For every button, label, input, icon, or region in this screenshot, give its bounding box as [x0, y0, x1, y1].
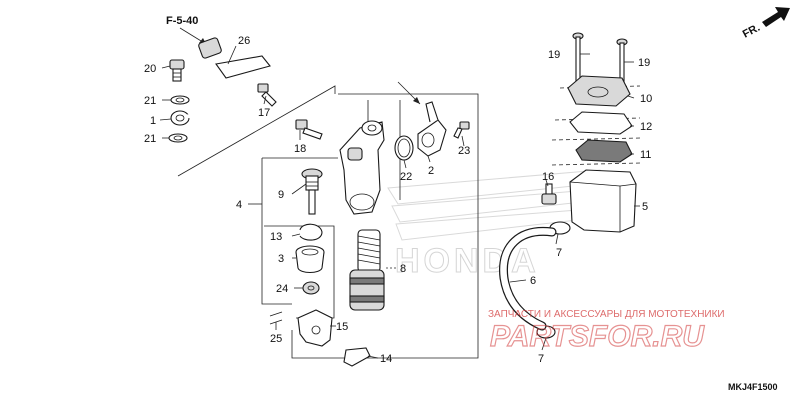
callout-7-upper: 7	[556, 247, 562, 259]
forward-arrow-icon	[762, 7, 790, 27]
leader-lines	[159, 45, 640, 359]
callout-labels: 26 20 21 1 21 17 18 22 2 23 4 9 13 3 8 2…	[144, 35, 652, 365]
callout-24: 24	[276, 283, 288, 295]
cylinder-kit-box	[261, 157, 338, 305]
callout-18: 18	[294, 143, 306, 155]
diagram-code: MKJ4F1500	[728, 382, 778, 392]
screw-23-icon	[453, 121, 470, 139]
callout-19-right: 19	[638, 57, 650, 69]
callout-23: 23	[458, 145, 470, 157]
bolt-20-icon	[169, 59, 185, 82]
callout-16: 16	[542, 171, 554, 183]
callout-3: 3	[278, 253, 284, 265]
callout-20: 20	[144, 63, 156, 75]
callout-9: 9	[278, 189, 284, 201]
callout-6: 6	[530, 275, 536, 287]
callout-17: 17	[258, 107, 270, 119]
bolt-17-icon	[257, 83, 277, 107]
callout-8: 8	[400, 263, 406, 275]
watermark-caption: ЗАПЧАСТИ И АКСЕССУАРЫ ДЛЯ МОТОТЕХНИКИ	[488, 309, 725, 320]
honda-logo-watermark: HONDA	[395, 242, 540, 280]
diaphragm-11-icon	[575, 139, 633, 163]
forward-direction-indicator: FR.	[741, 7, 790, 41]
o-ring-22-inner	[397, 138, 411, 158]
boot-3-icon	[295, 245, 325, 274]
callout-13: 13	[270, 231, 282, 243]
master-cylinder-box	[291, 93, 479, 359]
reference-label: F-5-40	[166, 15, 198, 27]
washer-21-lower-icon	[168, 133, 188, 143]
callout-25: 25	[270, 333, 282, 345]
callout-10: 10	[640, 93, 652, 105]
rod-joint-15-icon	[297, 309, 333, 347]
reservoir-cap-10-recess	[587, 86, 609, 98]
bracket-plate-26-icon	[215, 55, 271, 79]
callout-19-left: 19	[548, 49, 560, 61]
callout-21-lower: 21	[144, 133, 156, 145]
reservoir-cap-10-icon	[567, 75, 631, 107]
watermark-brand: PARTSFOR.RU	[490, 320, 705, 353]
hose-joint-2-icon	[417, 101, 447, 157]
callout-4: 4	[236, 199, 242, 211]
diaphragm-plate-12-icon	[569, 111, 633, 135]
callout-15: 15	[336, 321, 348, 333]
brake-pipe-1-icon	[170, 37, 229, 126]
screw-19-left-icon	[572, 32, 584, 88]
spring-8-icon	[357, 229, 381, 273]
pipe-group-bracket	[177, 85, 336, 177]
callout-12: 12	[640, 121, 652, 133]
bolt-18-icon	[295, 119, 323, 140]
callout-21-upper: 21	[144, 95, 156, 107]
washer-21-upper-hole	[175, 97, 185, 103]
circlip-13-icon	[299, 223, 323, 241]
reservoir-5-icon	[569, 169, 637, 233]
callout-26: 26	[238, 35, 250, 47]
bolt-16-icon	[541, 183, 557, 205]
washer-21-lower-hole	[173, 135, 183, 141]
piston-8-icon	[349, 269, 385, 311]
callout-2: 2	[428, 165, 434, 177]
callout-14: 14	[380, 353, 392, 365]
push-rod-9-icon	[301, 168, 323, 215]
callout-11: 11	[640, 149, 651, 161]
callout-1: 1	[150, 115, 156, 127]
washer-21-upper-icon	[170, 95, 190, 105]
joint-pin-14-icon	[343, 347, 371, 367]
callout-7-lower: 7	[538, 353, 544, 365]
nut-24-icon	[302, 281, 320, 295]
callout-22: 22	[400, 171, 412, 183]
direction-label: FR.	[741, 22, 762, 41]
master-cylinder-body-icon	[339, 100, 385, 215]
reservoir-hose-6-core	[500, 228, 556, 330]
callout-5: 5	[642, 201, 648, 213]
